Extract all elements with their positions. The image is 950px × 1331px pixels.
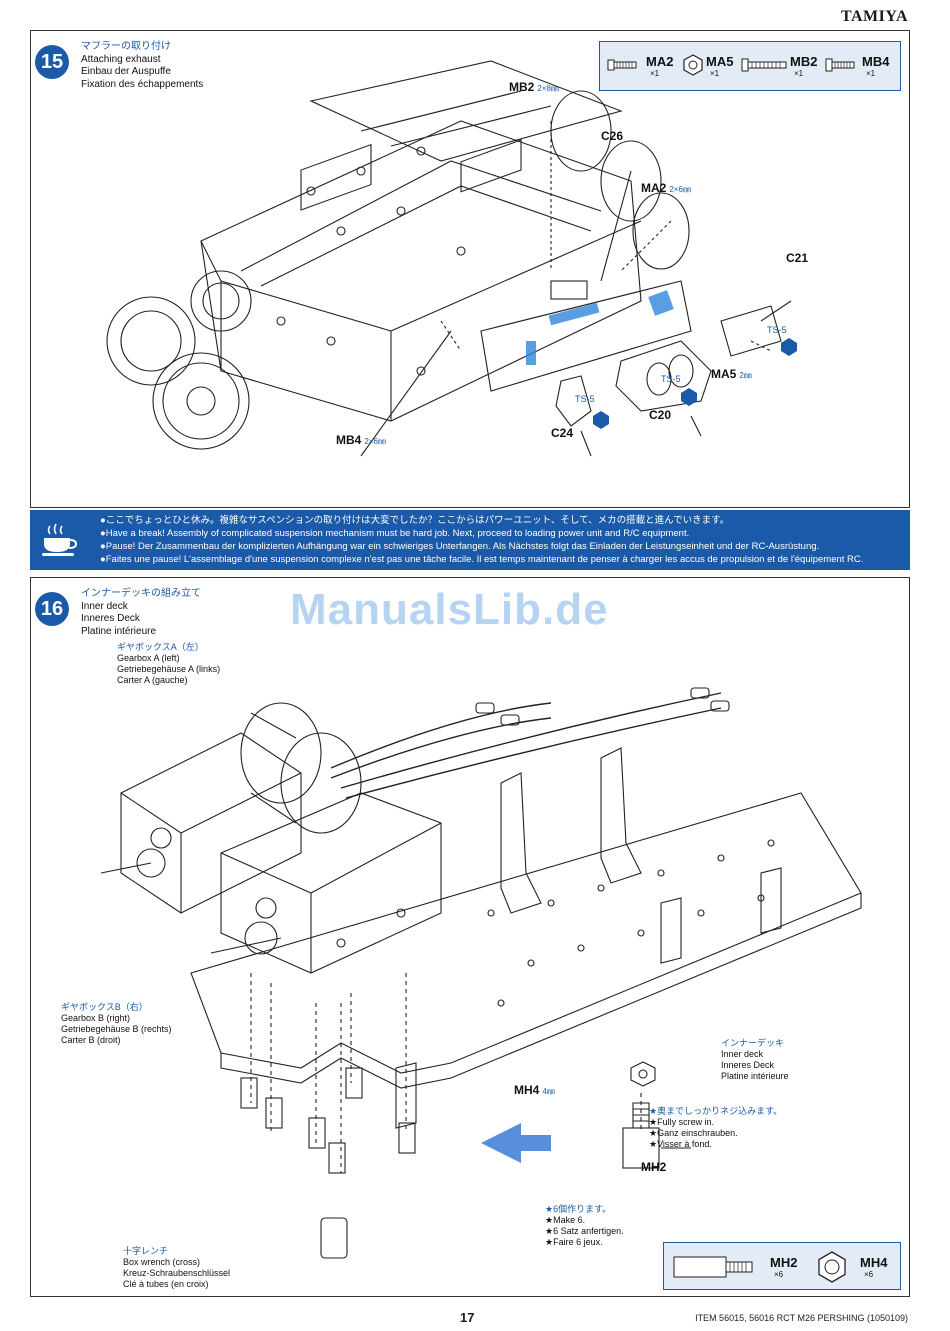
step-15-parts-box: MA2×1 MA5×1 MB2×1 MB4×1 (599, 41, 901, 91)
label-c21: C21 (786, 251, 809, 265)
break-note-text: ●ここでちょっとひと休み。複雑なサスペンションの取り付けは大変でしたか？ここから… (100, 514, 863, 566)
step-15-title-fr: Fixation des échappements (81, 78, 204, 90)
part-ma2: MA2×1 (646, 54, 674, 78)
step-16-title: インナーデッキの組み立て Inner deck Inneres Deck Pla… (81, 588, 201, 638)
step-15-title: マフラーの取り付け Attaching exhaust Einbau der A… (81, 41, 203, 91)
label-gearbox-a: ギヤボックスA（左） Gearbox A (left) Getriebegehä… (117, 642, 221, 685)
label-ts5-c21: TS-5 (767, 325, 787, 335)
label-gearbox-b: ギヤボックスB（右） Gearbox B (right) Getriebegeh… (61, 1002, 172, 1045)
step-15-title-en: Attaching exhaust (81, 53, 161, 65)
step-16-title-de: Inneres Deck (81, 613, 140, 624)
page-number: 17 (460, 1310, 475, 1325)
part-mh4: MH4×6 (860, 1255, 888, 1279)
screw-ma2-icon (607, 59, 637, 71)
part-mb2: MB2×1 (790, 54, 818, 78)
label-ts5-c24: TS-5 (575, 394, 595, 404)
step-16-title-fr: Platine intérieure (81, 625, 157, 637)
step-15-panel: 15 マフラーの取り付け Attaching exhaust Einbau de… (30, 30, 910, 508)
part-ma5: MA5×1 (706, 54, 734, 78)
step-16-number: 16 (35, 592, 69, 626)
part-mb4: MB4×1 (862, 54, 890, 78)
step-15-number: 15 (35, 45, 69, 79)
label-inner-deck: インナーデッキ Inner deck Inneres Deck Platine … (721, 1038, 789, 1081)
screw-mb4-icon (825, 58, 855, 72)
step-16-title-en: Inner deck (81, 600, 128, 612)
cup-icon-box (30, 510, 88, 570)
part-mh2: MH2×6 (770, 1255, 798, 1279)
brand-logo: TAMIYA (840, 8, 908, 25)
screw-mb2-icon (741, 58, 787, 72)
nut-ma5-icon (683, 54, 703, 76)
label-mh2: MH2 (641, 1160, 667, 1174)
footer-item-code: ITEM 56015, 56016 RCT M26 PERSHING (1050… (695, 1313, 908, 1323)
label-ts5-c20: TS-5 (661, 374, 681, 384)
coffee-cup-icon (42, 523, 78, 556)
spacer-mh2-icon (673, 1256, 753, 1278)
step-16-title-jp: インナーデッキの組み立て (81, 588, 201, 599)
break-note-jp: ●ここでちょっとひと休み。複雑なサスペンションの取り付けは大変でしたか？ここから… (100, 515, 730, 526)
nut-mh4-icon (818, 1251, 846, 1283)
step-15-title-jp: マフラーの取り付け (81, 41, 171, 52)
label-c20: C20 (649, 408, 672, 422)
direction-arrow-icon (481, 1123, 551, 1163)
label-box-wrench: 十字レンチ Box wrench (cross) Kreuz-Schrauben… (123, 1246, 231, 1289)
step-15-chassis-drawing (106, 60, 797, 457)
label-c26: C26 (601, 129, 624, 143)
break-note-en: ●Have a break! Assembly of complicated s… (100, 528, 690, 539)
screw-note: ★奥までしっかりネジ込みます。 ★Fully screw in. ★Ganz e… (649, 1106, 783, 1149)
break-note-de: ●Pause! Der Zusammenbau der komplizierte… (100, 541, 820, 552)
step-15-title-de: Einbau der Auspuffe (81, 66, 171, 77)
watermark: ManualsLib.de (290, 585, 609, 634)
step-16-gearbox-drawing (100, 687, 862, 1259)
label-c24: C24 (551, 426, 574, 440)
step-16-parts-box: MH2×6 MH4×6 (663, 1242, 901, 1290)
step-16-panel: 16 インナーデッキの組み立て Inner deck Inneres Deck … (30, 577, 910, 1297)
make-note: ★6個作ります。 ★Make 6. ★6 Satz anfertigen. ★F… (545, 1204, 624, 1247)
break-note-fr: ●Faites une pause! L'assemblage d'une su… (100, 554, 864, 565)
break-note-banner: ●ここでちょっとひと休み。複雑なサスペンションの取り付けは大変でしたか？ここから… (30, 510, 910, 570)
